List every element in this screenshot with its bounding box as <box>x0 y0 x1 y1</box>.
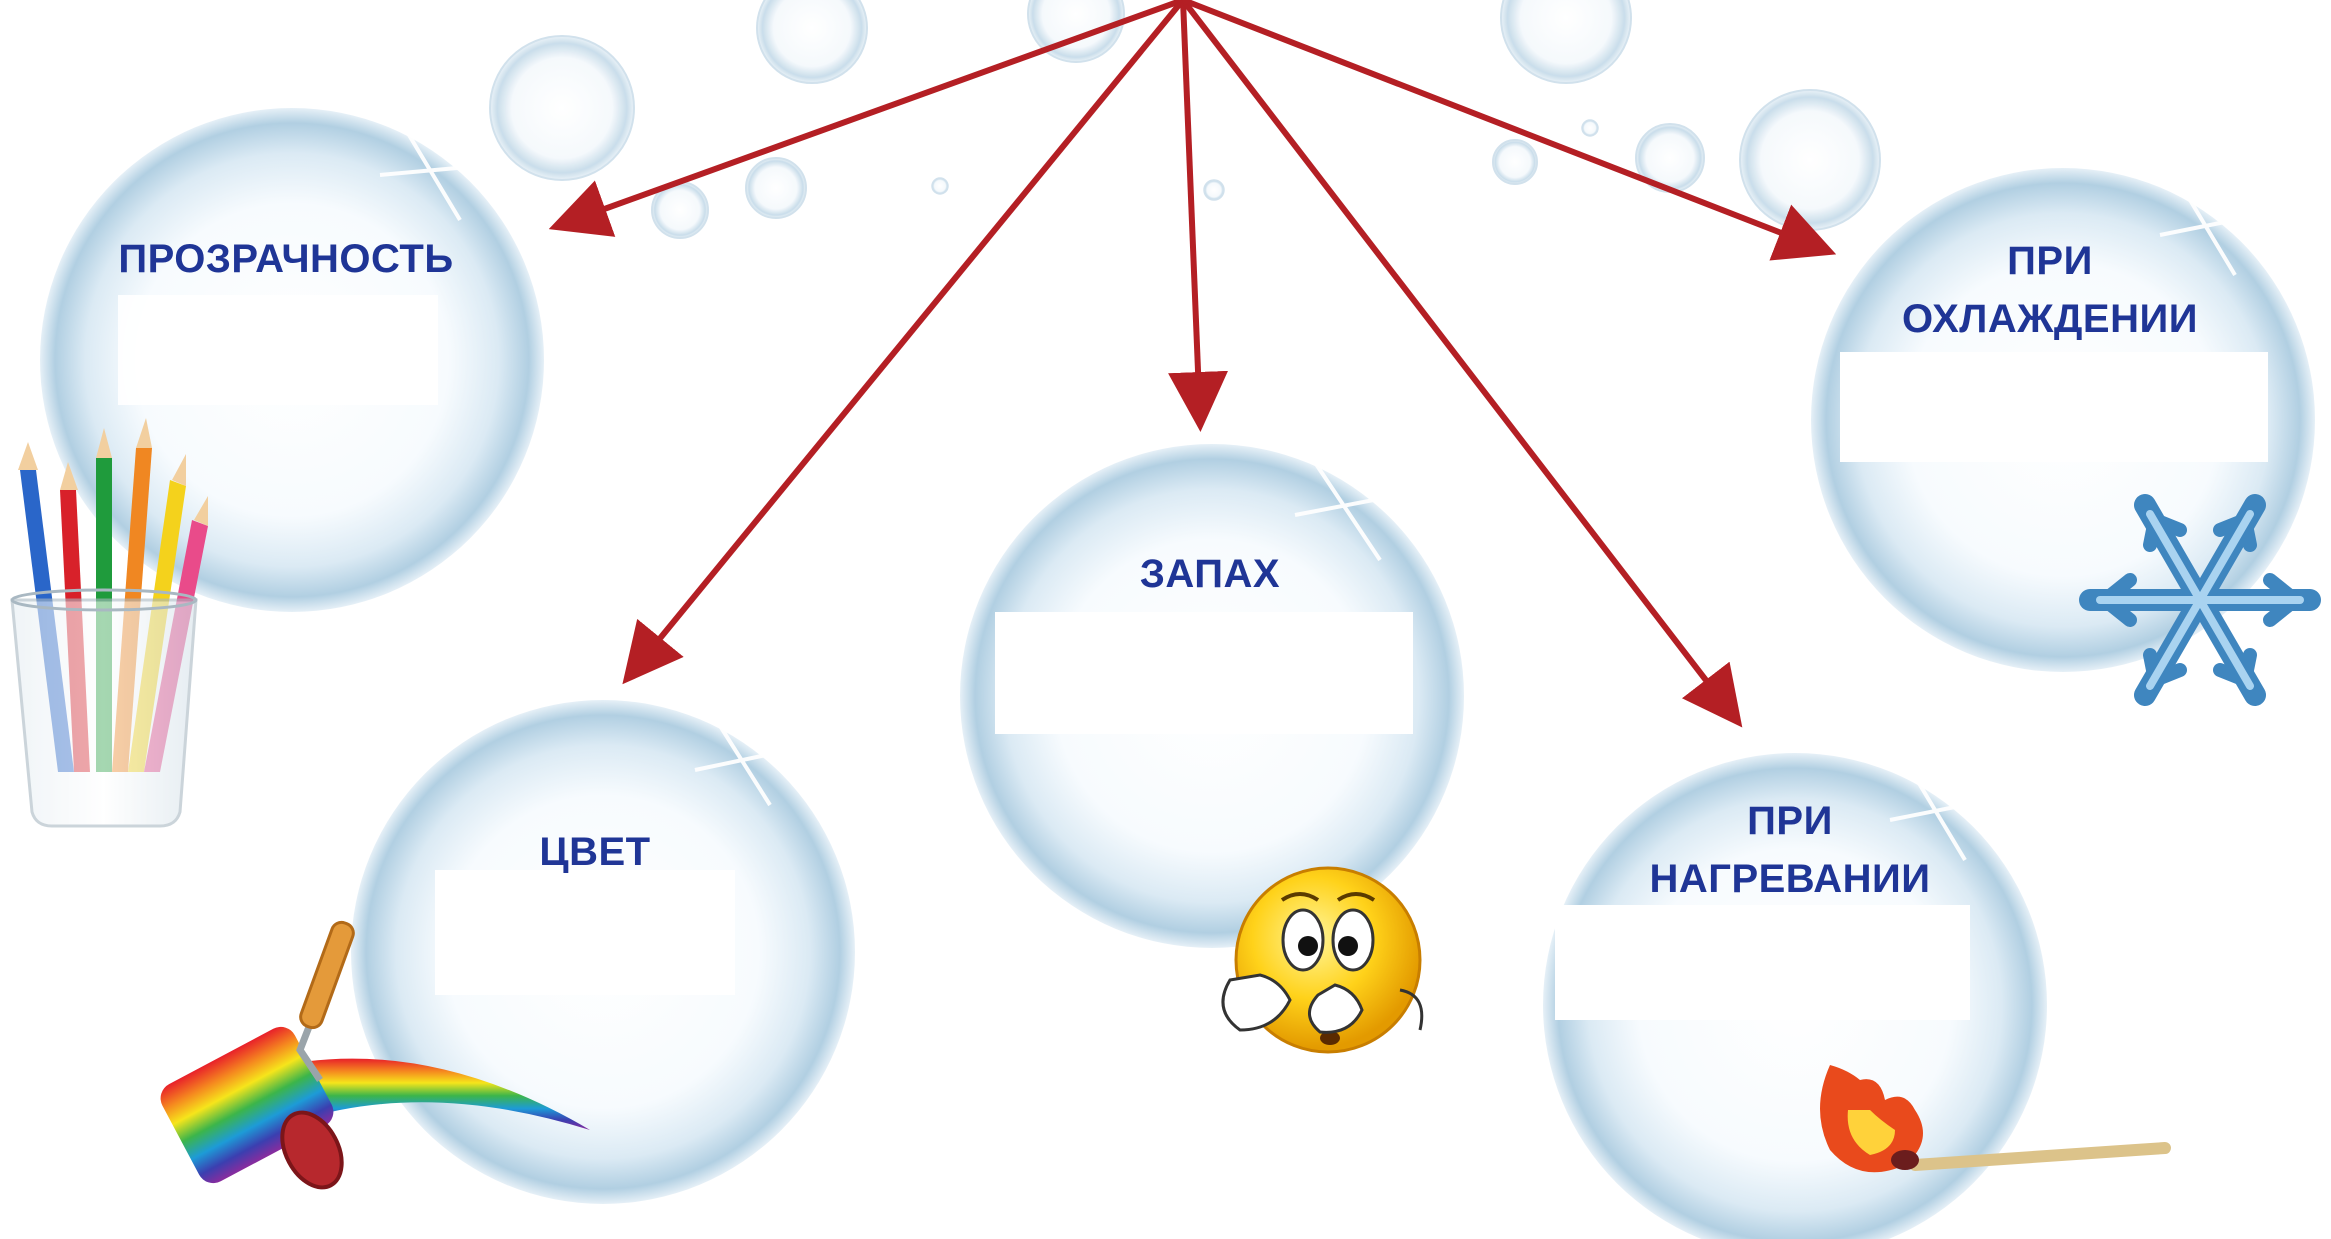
text-area-transparency <box>118 295 438 405</box>
paint-roller-icon <box>160 920 590 1190</box>
text-area-smell <box>995 612 1413 734</box>
arrow-to-heating <box>1180 0 1743 728</box>
snowflake-icon <box>2079 494 2321 706</box>
pencil-cup-icon <box>10 418 208 828</box>
text-area-heating <box>1555 905 1970 1020</box>
label-cooling-line-2: ОХЛАЖДЕНИИ <box>1902 297 2198 341</box>
sparkle-icon <box>379 118 491 222</box>
text-area-cooling <box>1840 352 2268 462</box>
text-area-color <box>435 870 735 995</box>
label-heating-line-2: НАГРЕВАНИИ <box>1649 857 1931 901</box>
arrow-to-color <box>622 0 1186 685</box>
arrow-to-transparency <box>548 0 1185 237</box>
arrow-to-smell <box>1168 0 1229 432</box>
label-cooling: ПРИ ОХЛАЖДЕНИИ <box>1880 232 2220 348</box>
label-color: ЦВЕТ <box>539 830 651 874</box>
label-cooling-line-1: ПРИ <box>2007 239 2093 283</box>
label-transparency: ПРОЗРАЧНОСТЬ <box>118 237 454 281</box>
label-smell: ЗАПАХ <box>1139 552 1281 596</box>
label-heating: ПРИ НАГРЕВАНИИ <box>1620 792 1960 908</box>
burning-match-icon <box>1820 1065 2171 1173</box>
arrow-to-cooling <box>1181 0 1837 261</box>
arrows <box>548 0 1837 728</box>
sniffing-smiley-icon <box>1221 866 1424 1054</box>
decorative-bubbles <box>489 0 1881 239</box>
label-heating-line-1: ПРИ <box>1747 799 1833 843</box>
